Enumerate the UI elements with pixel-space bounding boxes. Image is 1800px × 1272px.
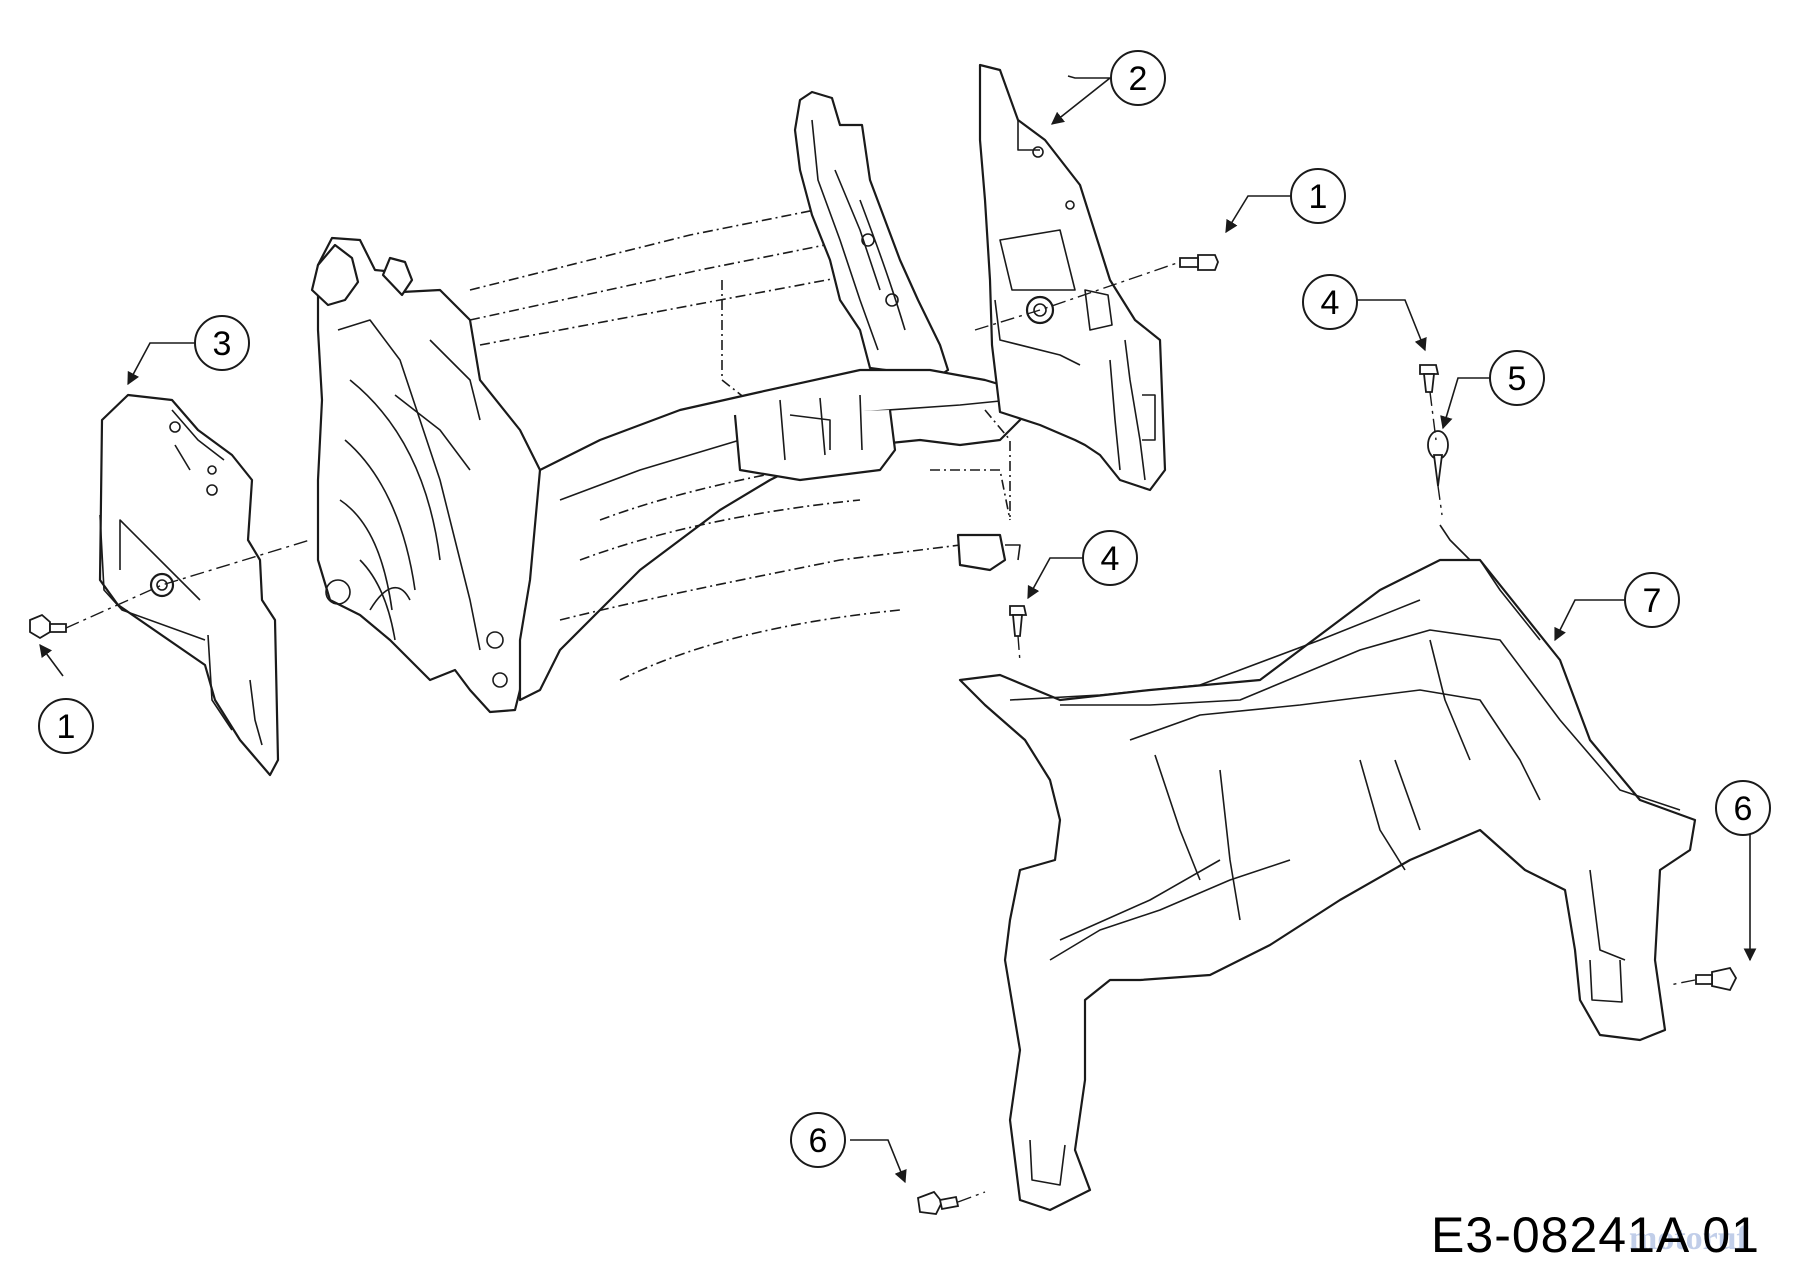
svg-text:5: 5: [1508, 360, 1527, 398]
diagram-code: E3-08241A 01: [1431, 1207, 1760, 1263]
svg-text:6: 6: [809, 1122, 828, 1160]
callout-3: 3: [194, 315, 250, 371]
callout-1-right: 1: [1290, 168, 1346, 224]
rear-cover-part-7: [958, 524, 1697, 1212]
svg-text:7: 7: [1643, 582, 1662, 620]
svg-text:4: 4: [1101, 540, 1120, 578]
screw-part-6-bottom: [917, 1190, 960, 1215]
callout-5: 5: [1489, 350, 1545, 406]
callout-6-right: 6: [1715, 780, 1771, 836]
callout-4-upper: 4: [1302, 274, 1358, 330]
deck-frame: [310, 90, 1027, 714]
callout-1-left: 1: [38, 698, 94, 754]
screw-part-4-upper: [1419, 364, 1440, 393]
clip-pin-part-5: [1427, 430, 1449, 487]
svg-text:1: 1: [1309, 178, 1328, 216]
svg-text:4: 4: [1321, 284, 1340, 322]
callout-2: 2: [1110, 50, 1166, 106]
svg-text:1: 1: [57, 708, 76, 746]
screw-part-1-right: [1179, 254, 1219, 271]
screw-part-6-right: [1695, 966, 1738, 992]
assembly-axes: [65, 261, 1696, 1203]
callout-7: 7: [1624, 572, 1680, 628]
svg-text:2: 2: [1129, 60, 1148, 98]
svg-text:6: 6: [1734, 790, 1753, 828]
callout-4-middle: 4: [1082, 530, 1138, 586]
callout-6-bottom: 6: [790, 1112, 846, 1168]
screw-part-1-left: [29, 613, 67, 640]
screw-part-4-middle: [1009, 605, 1028, 637]
right-bracket-part-2: [978, 63, 1167, 492]
svg-text:3: 3: [213, 325, 232, 363]
watermark: motoruf: [1629, 1220, 1748, 1257]
left-bracket-part-3: [98, 393, 280, 777]
